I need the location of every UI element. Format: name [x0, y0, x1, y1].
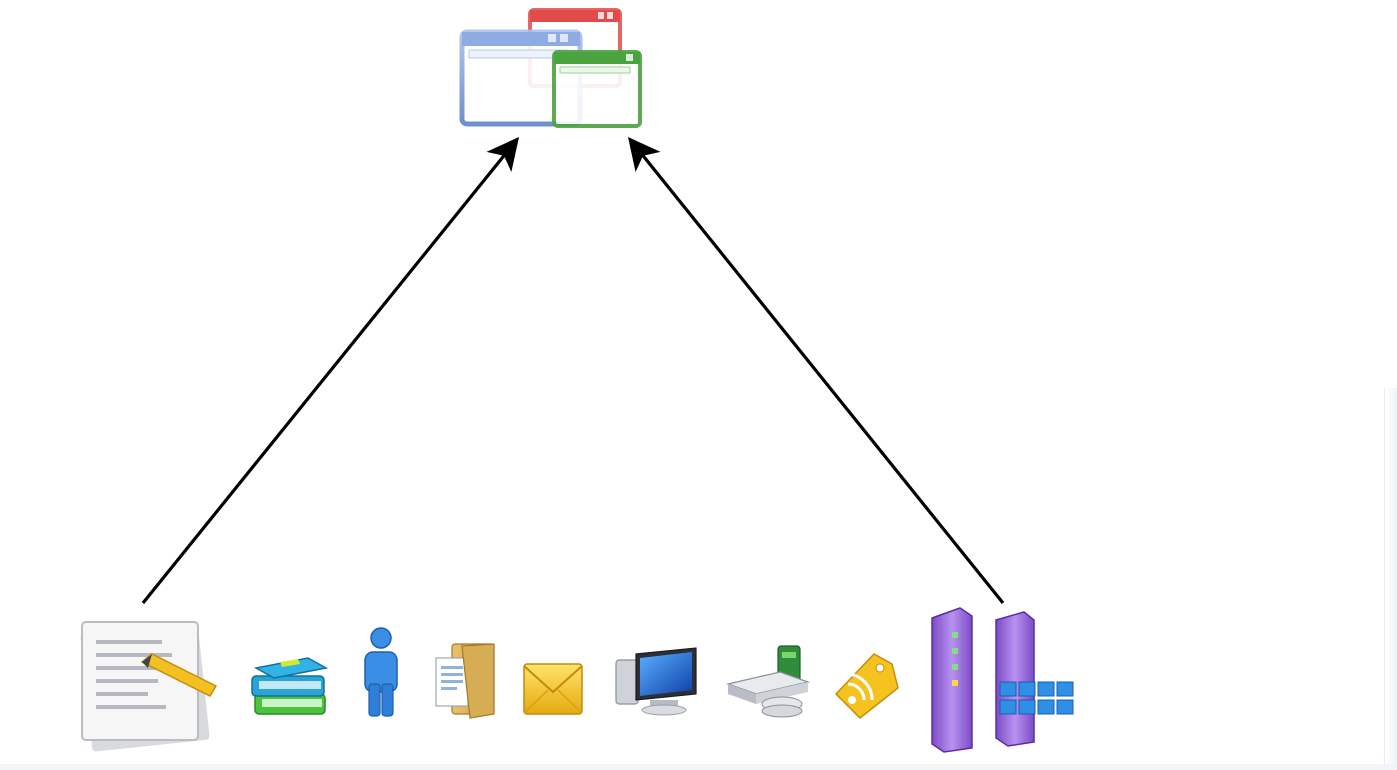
server-rack-icon	[931, 607, 1074, 753]
network-device-icon	[725, 645, 811, 718]
folder-documents-icon	[435, 643, 495, 719]
rss-tag-icon	[834, 653, 899, 720]
browser-windows-icon	[459, 8, 642, 128]
person-icon	[364, 627, 398, 717]
computer-monitor-icon	[615, 647, 697, 716]
grid-blocks	[999, 681, 1074, 715]
arrow-right	[627, 137, 1005, 605]
mail-envelope-icon	[523, 663, 583, 715]
right-edge-shade	[1384, 388, 1397, 770]
bottom-edge-shade	[0, 764, 1397, 770]
arrow-left	[141, 137, 520, 605]
edit-document-icon	[80, 621, 218, 752]
books-icon	[251, 657, 329, 715]
